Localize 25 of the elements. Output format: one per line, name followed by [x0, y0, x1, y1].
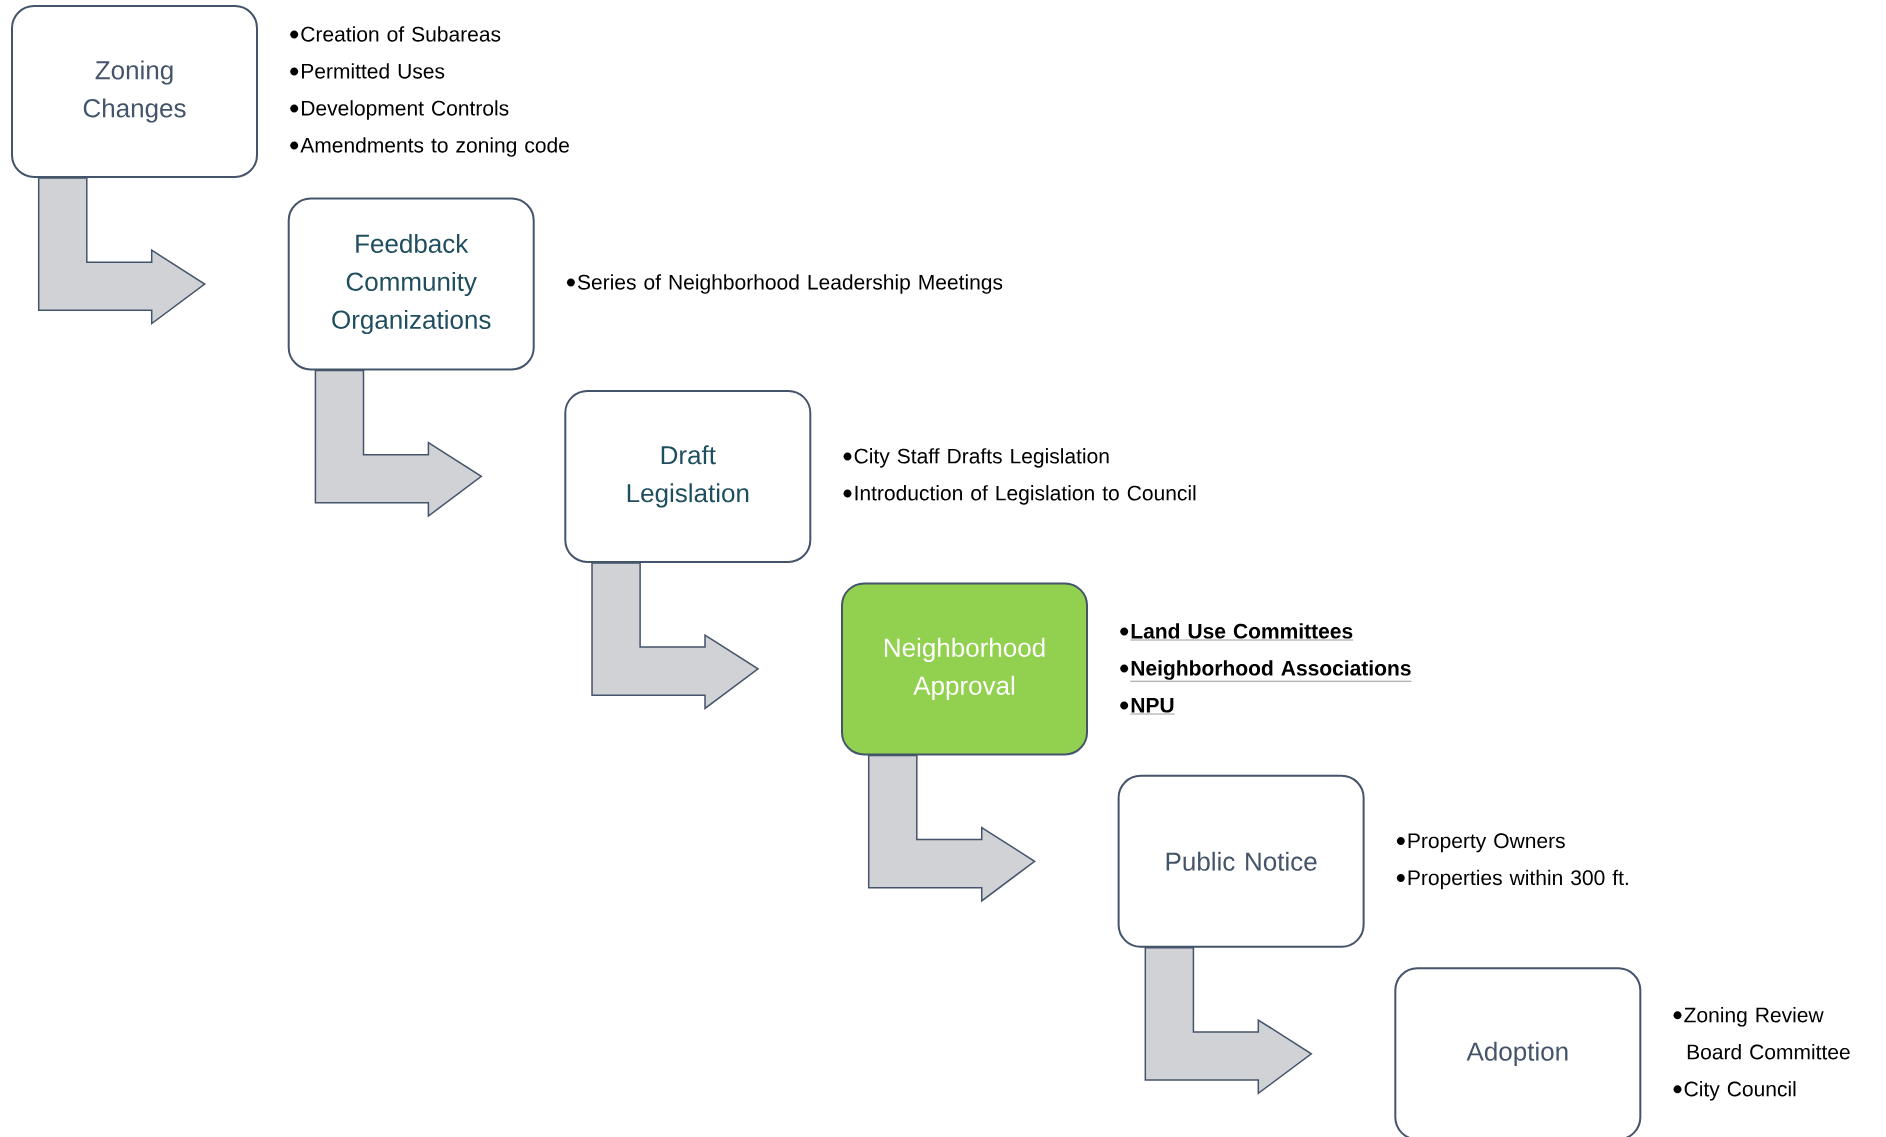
- bent-arrow: [591, 562, 760, 710]
- bullet-item: City Staff Drafts Legislation: [843, 448, 1109, 468]
- bullet-item: Introduction of Legislation to Council: [843, 485, 1196, 505]
- bullet-item: Series of Neighborhood Leadership Meetings: [566, 274, 1003, 294]
- bent-arrow: [1144, 947, 1313, 1095]
- process-box: Public Notice: [1117, 774, 1365, 948]
- bullet-item: NPU: [1120, 697, 1175, 715]
- process-box: Feedback Community Organizations: [287, 197, 535, 371]
- bullet-item: City Council: [1673, 1081, 1796, 1101]
- bent-arrow: [867, 754, 1036, 903]
- bullet-item: Zoning Review Board Committee: [1673, 1007, 1850, 1060]
- process-box: Zoning Changes: [11, 5, 258, 178]
- bullet-item: Neighborhood Associations: [1120, 660, 1412, 682]
- bullet-item: Creation of Subareas: [290, 26, 501, 42]
- process-box: Neighborhood Approval: [841, 582, 1088, 756]
- process-box: Adoption: [1394, 967, 1642, 1137]
- process-box: Draft Legislation: [564, 389, 812, 563]
- bullet-item: Amendments to zoning code: [290, 137, 569, 157]
- bullet-item: Permitted Uses: [290, 63, 445, 79]
- bullet-item: Properties within 300 ft.: [1396, 869, 1628, 890]
- bullet-item: Development Controls: [290, 100, 509, 120]
- bullet-item: Property Owners: [1396, 833, 1565, 853]
- bent-arrow: [314, 369, 483, 518]
- bullet-item: Land Use Committees: [1120, 623, 1354, 641]
- bent-arrow: [37, 177, 206, 325]
